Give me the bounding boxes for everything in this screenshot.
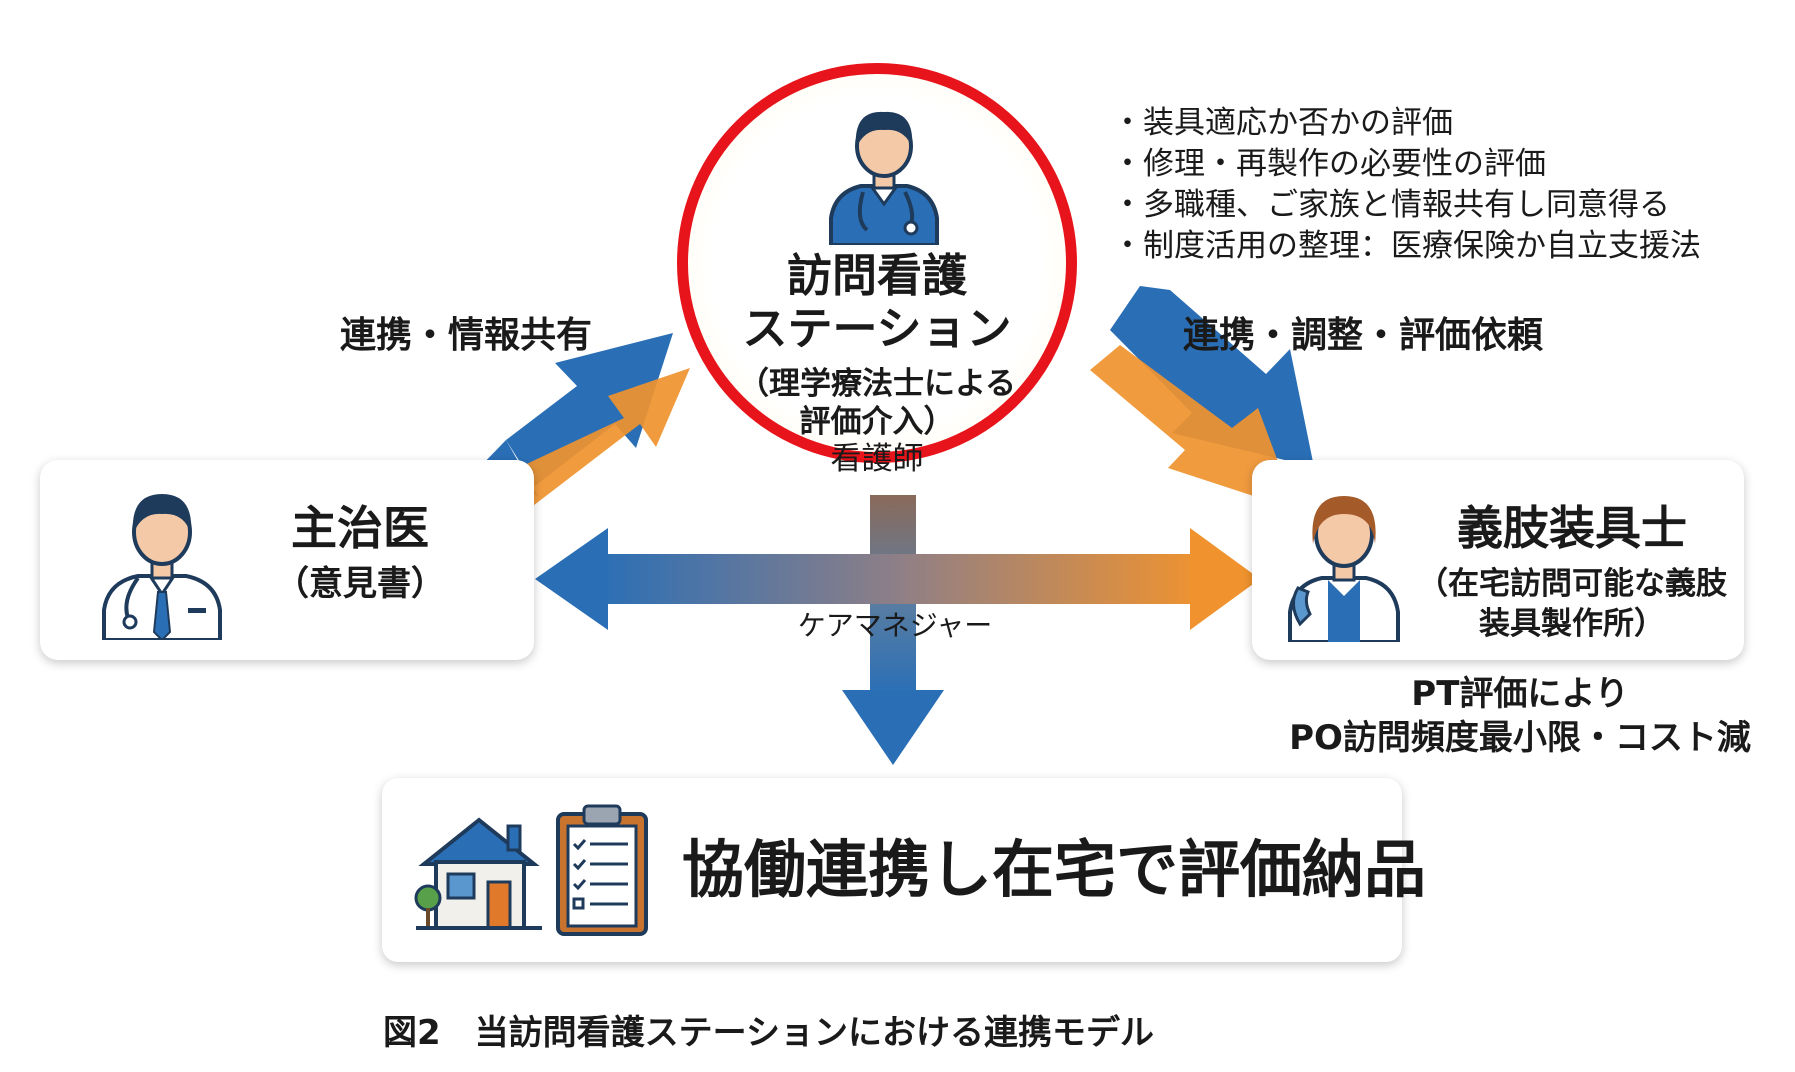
center-title-line1: 訪問看護 xyxy=(786,249,967,302)
arrow-right-orange xyxy=(1090,345,1296,510)
right-arrow-label: 連携・調整・評価依頼 xyxy=(1183,315,1544,356)
figure-caption: 図2 当訪問看護ステーションにおける連携モデル xyxy=(383,1013,1154,1053)
clipboard-checklist-icon xyxy=(556,804,648,936)
horizontal-arrow-shaft xyxy=(596,554,1204,604)
prosthetist-subtitle-line2: 装具製作所） xyxy=(1479,606,1665,642)
house-icon xyxy=(414,817,542,930)
arrow-left-orange xyxy=(497,368,690,512)
bullet-item: ・修理・再製作の必要性の評価 xyxy=(1112,146,1546,182)
prosthetist-subtitle-line1: （在宅訪問可能な義肢 xyxy=(1417,566,1727,602)
right-arrow-head xyxy=(1190,528,1260,630)
doctor-subtitle: （意見書） xyxy=(275,564,445,604)
doctor-title: 主治医 xyxy=(291,501,429,555)
care-manager-label: ケアマネジャー xyxy=(797,609,993,642)
doctor-card[interactable]: 主治医 （意見書） xyxy=(40,460,534,660)
left-arrow-label: 連携・情報共有 xyxy=(340,315,593,356)
prosthetist-title: 義肢装具士 xyxy=(1457,501,1687,555)
doctor-icon xyxy=(102,494,222,640)
outcome-card[interactable]: 協働連携し在宅で評価納品 xyxy=(382,778,1426,962)
evaluation-bullets: ・装具適応か否かの評価 ・修理・再製作の必要性の評価 ・多職種、ご家族と情報共有… xyxy=(1112,103,1701,267)
pt-note-line2: PO訪問頻度最小限・コスト減 xyxy=(1289,718,1751,758)
nurse-icon xyxy=(829,111,939,245)
prosthetist-card[interactable]: 義肢装具士 （在宅訪問可能な義肢 装具製作所） xyxy=(1252,460,1744,660)
down-arrow-head xyxy=(842,690,944,765)
outcome-text: 協働連携し在宅で評価納品 xyxy=(682,833,1427,906)
center-subtitle-line2: 評価介入） xyxy=(799,404,955,440)
prosthetist-icon xyxy=(1288,496,1400,642)
left-arrow-head xyxy=(535,528,608,630)
bullet-item: ・装具適応か否かの評価 xyxy=(1112,105,1453,141)
center-subtitle-line1: （理学療法士による xyxy=(737,366,1017,402)
bullet-item: ・制度活用の整理：医療保険か自立支援法 xyxy=(1112,228,1701,264)
nurse-label: 看護師 xyxy=(830,441,924,477)
center-title-line2: ステーション xyxy=(742,302,1012,355)
bullet-item: ・多職種、ご家族と情報共有し同意得る xyxy=(1112,187,1670,223)
pt-note-line1: PT評価により xyxy=(1411,674,1629,714)
